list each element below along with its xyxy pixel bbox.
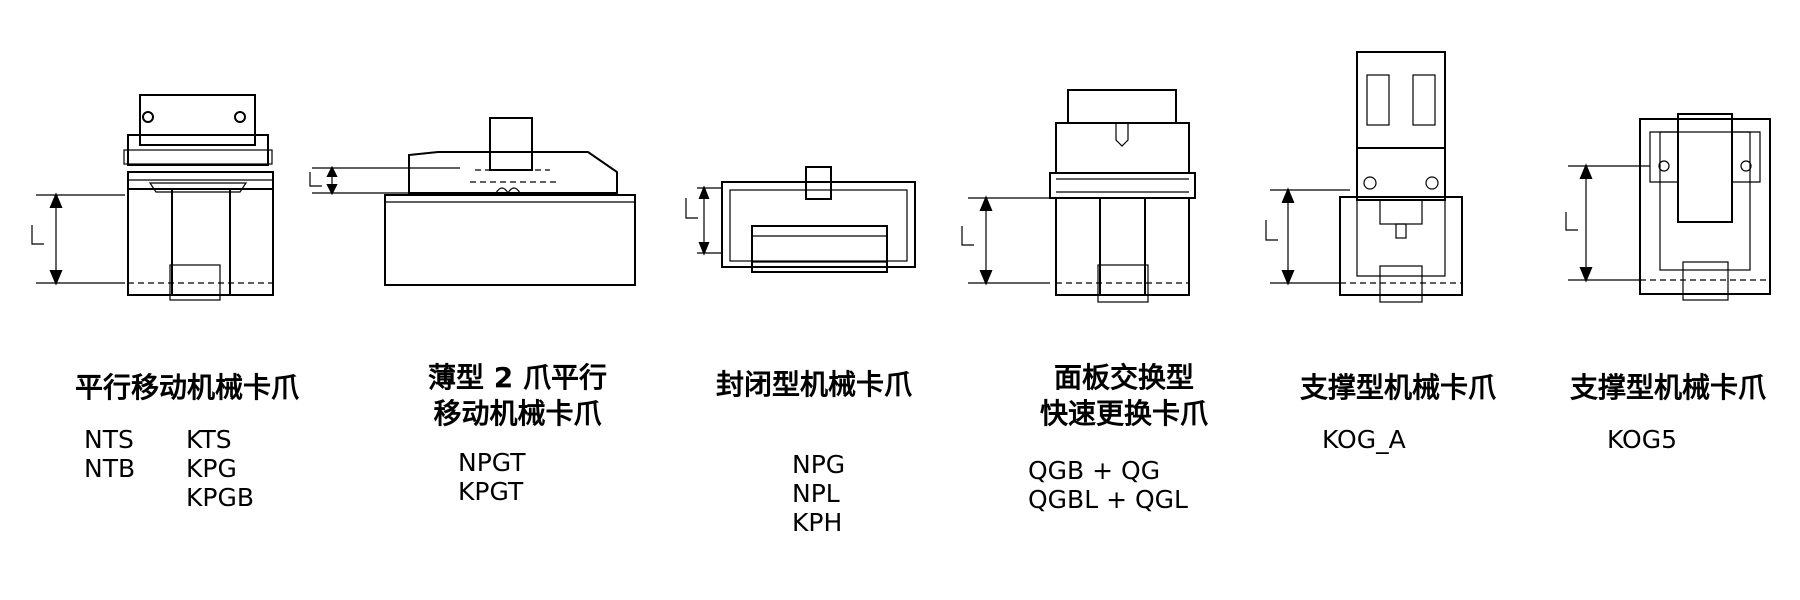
model-code: NPG [792,450,846,479]
model-list: KOG_A [1322,425,1406,454]
model-list: KTS KPG KPGB [186,425,254,512]
gripper-title-line: 薄型 2 爪平行 [428,361,607,394]
model-list: QGB + QG QGBL + QGL [1028,456,1188,514]
model-list: KOG5 [1607,425,1677,454]
model-code: KTS [186,425,232,454]
model-code: KPH [792,508,843,537]
model-code: NTS [84,425,134,454]
model-list: NPGT KPGT [458,448,526,506]
drawing-support-gripper-5 [1565,113,1771,301]
model-code: KPGT [458,477,524,506]
gripper-title: 薄型 2 爪平行 移动机械卡爪 [428,360,607,432]
model-code: QGB + QG [1028,456,1161,485]
drawing-parallel-gripper [31,94,274,301]
drawing-quick-change-gripper [961,89,1196,303]
gripper-title-line: 支撑型机械卡爪 [1570,371,1767,404]
gripper-title-line: 快速更换卡爪 [1040,397,1209,430]
model-list: NPG NPL KPH [792,450,845,537]
drawing-support-gripper-a [1265,51,1463,303]
gripper-title-line: 封闭型机械卡爪 [716,368,913,401]
gripper-title: 封闭型机械卡爪 [716,367,912,403]
model-code: NPL [792,479,840,508]
model-code: NTB [84,454,136,483]
model-code: NPGT [458,448,526,477]
drawing-enclosed-gripper [685,166,916,273]
gripper-title: 支撑型机械卡爪 [1300,370,1496,406]
gripper-title-line: 面板交换型 [1054,361,1195,394]
gripper-title-line: 平行移动机械卡爪 [75,371,300,404]
model-code: KOG5 [1607,425,1677,454]
drawing-thin-parallel-gripper [309,117,636,286]
gripper-title: 面板交换型 快速更换卡爪 [1040,360,1208,432]
gripper-title: 支撑型机械卡爪 [1570,370,1766,406]
model-code: QGBL + QGL [1028,485,1188,514]
model-list: NTS NTB [84,425,135,483]
model-code: KOG_A [1322,425,1406,454]
gripper-title-line: 移动机械卡爪 [433,397,602,430]
gripper-title-line: 支撑型机械卡爪 [1300,371,1497,404]
model-code: KPG [186,454,237,483]
gripper-title: 平行移动机械卡爪 [75,370,299,406]
model-code: KPGB [186,483,254,512]
